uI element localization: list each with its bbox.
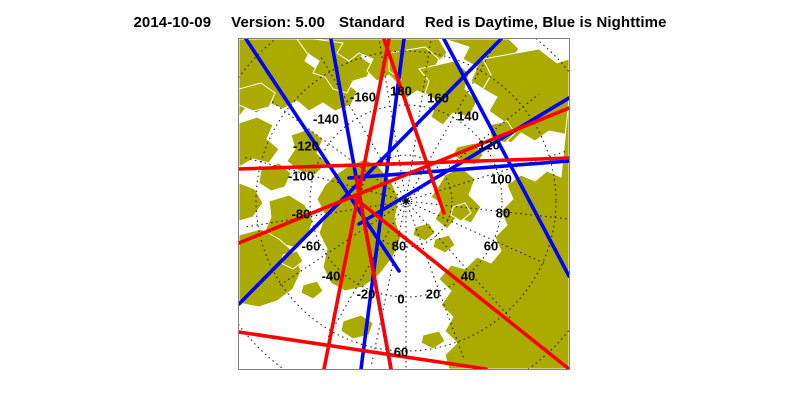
day-track-1: [382, 39, 446, 215]
land-victoria-island: [239, 182, 264, 222]
daytime-tracks: [239, 39, 569, 369]
land-island-small-2: [432, 234, 456, 254]
title-legend: Red is Daytime, Blue is Nighttime: [424, 14, 667, 31]
day-track-7: [354, 197, 569, 369]
land-ellesmere: [286, 128, 328, 176]
night-track-6: [347, 159, 569, 180]
land-alaska: [239, 82, 276, 112]
land-island-small-5: [300, 280, 324, 300]
map-canvas: [239, 39, 569, 369]
land-banks-island: [258, 162, 292, 192]
day-track-2: [239, 156, 569, 171]
night-track-1: [244, 39, 401, 273]
land-canada-arctic: [239, 116, 280, 168]
title-mode: Standard: [339, 14, 405, 31]
night-track-3: [359, 39, 406, 369]
land-island-small-6: [420, 330, 446, 350]
night-track-4: [239, 39, 503, 306]
day-track-5: [322, 39, 391, 369]
land-europe-northeast: [482, 48, 569, 144]
title-version: Version: 5.00: [231, 14, 326, 31]
parallels: [239, 39, 569, 369]
title-date: 2014-10-09: [133, 14, 212, 31]
night-track-7: [442, 39, 569, 278]
day-track-3: [239, 106, 569, 245]
page-title: 2014-10-09 Version: 5.00 Standard Red is Da…: [0, 14, 800, 31]
day-track-6: [354, 175, 393, 369]
polar-map: -160 180 160 140 -140 120 -120 100 -100 …: [238, 38, 570, 370]
land-eurasia-right: [438, 98, 569, 369]
day-track-4: [239, 330, 488, 369]
